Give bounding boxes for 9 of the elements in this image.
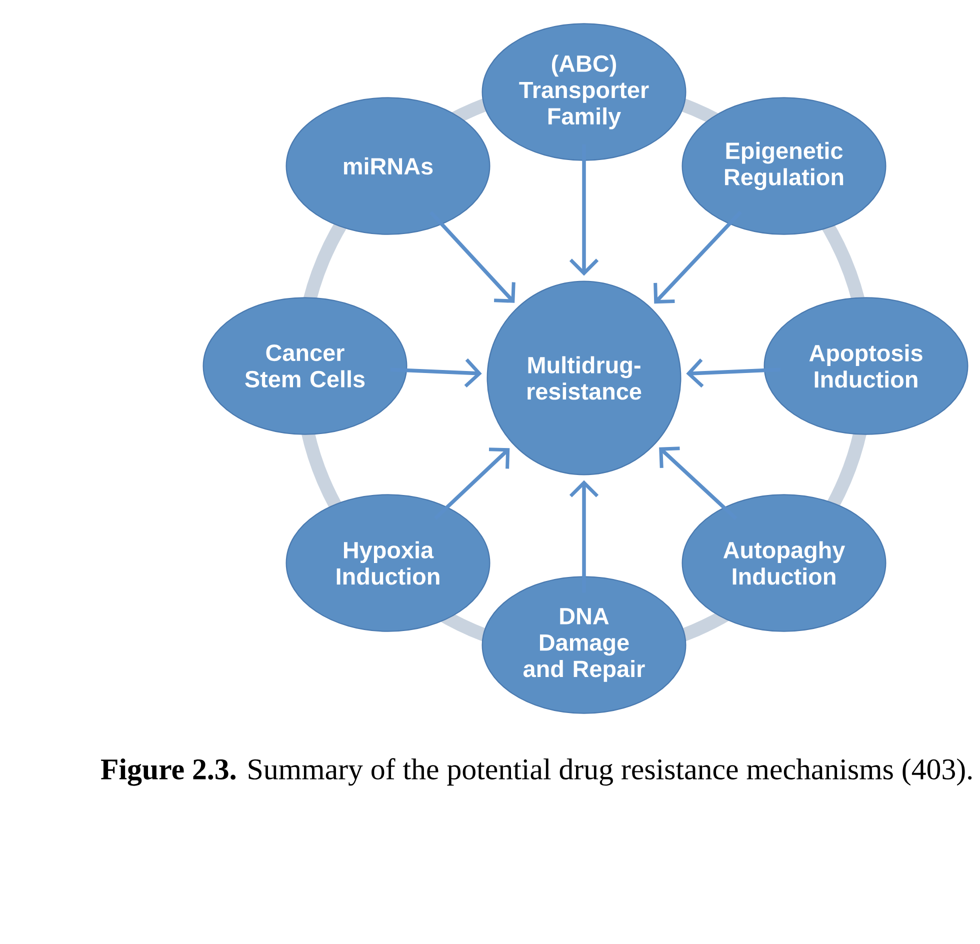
figure-caption: Figure 2.3. Summary of the potential drug resistance mechanisms (403). xyxy=(100,758,972,786)
arrow xyxy=(390,358,482,388)
arrow xyxy=(654,210,742,304)
arrow xyxy=(429,210,516,303)
arrow xyxy=(659,446,738,520)
arrow xyxy=(686,358,781,388)
arrow xyxy=(569,144,599,276)
arrow xyxy=(434,448,510,520)
arrow xyxy=(569,480,599,593)
